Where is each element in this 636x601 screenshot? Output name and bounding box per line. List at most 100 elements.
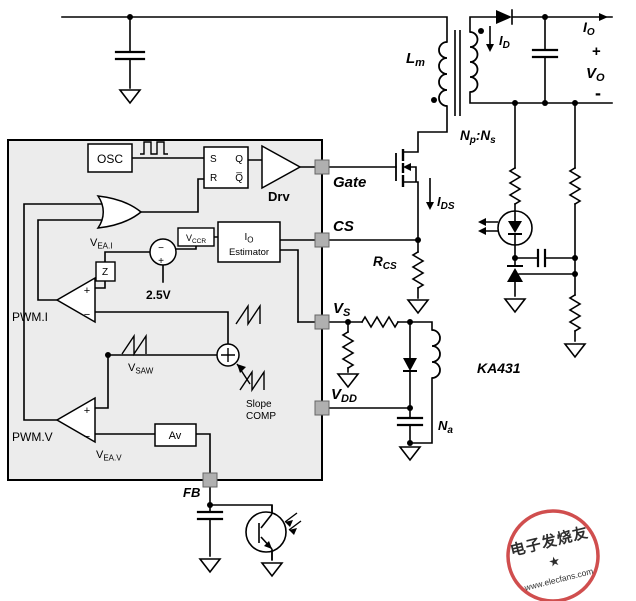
- junction-dot: [572, 271, 578, 277]
- sr-latch-block: [203, 146, 249, 189]
- vsaw-sawtooth-icon: [121, 333, 147, 357]
- current-arrows: [426, 13, 608, 210]
- ka431-shunt-regulator: [507, 265, 523, 282]
- ic-pins: [202, 159, 330, 488]
- osc-block: [87, 143, 133, 173]
- wire-fb-network: [209, 486, 273, 561]
- opto-receive-arrow-2: [289, 528, 297, 535]
- pwm-i-minus-sign: −: [84, 309, 90, 321]
- vo-minus-label: -: [595, 83, 601, 103]
- id-label: ID: [499, 33, 510, 51]
- rcs-label: RCS: [373, 254, 397, 272]
- opto-emitter-arrow: [264, 541, 272, 549]
- vccr-label: VCCR: [186, 233, 206, 245]
- drv-label: Drv: [268, 189, 290, 204]
- vdd-pin: [314, 400, 330, 416]
- vea-i-label: VEA.I: [90, 237, 112, 251]
- latch-q-label: Q: [235, 154, 243, 165]
- diodes: [403, 10, 512, 372]
- output-rectifier-diode: [496, 10, 512, 24]
- io-label: IO: [583, 19, 595, 38]
- vo-label: VO: [586, 65, 605, 84]
- np-ns-label: Np:Ns: [460, 128, 496, 146]
- summing-plus-cross: [221, 348, 235, 362]
- opto-transistor-body: [258, 505, 273, 560]
- opto-receive-arrow-1: [285, 520, 293, 527]
- primary-phase-dot: [431, 97, 437, 103]
- resistor-rcs-zigzag: [411, 250, 425, 290]
- io-estimator-label-line2: Estimator: [229, 247, 269, 258]
- junction-dot: [415, 237, 421, 243]
- opto-transistor-circle: [245, 511, 287, 553]
- vdd-pin-label: VDD: [331, 386, 357, 405]
- mosfet: [395, 149, 411, 187]
- vea-v-label: VEA.V: [96, 449, 122, 463]
- secondary-winding: [469, 31, 479, 93]
- io-estimator-label-line1: IO: [244, 232, 253, 245]
- optocoupler-led: [478, 210, 533, 246]
- av-label: Av: [169, 430, 182, 442]
- stamp-logo-icon: ★: [547, 553, 562, 570]
- junction-dot: [407, 405, 413, 411]
- junction-dot: [512, 255, 518, 261]
- osc-label: OSC: [97, 152, 123, 166]
- resistor-opto-led: [508, 166, 522, 206]
- ic-internal-blocks: [55, 141, 302, 447]
- na-label: Na: [438, 418, 453, 436]
- slope-comp-arrow-head: [237, 364, 246, 373]
- slope-label-line1: Slope: [246, 399, 272, 410]
- opto-led-emit-lines: [486, 221, 498, 232]
- error-amp-minus-sign: −: [158, 243, 164, 254]
- aux-rectifier-diode: [403, 358, 417, 371]
- ka431-triangle: [507, 268, 523, 282]
- capacitor-plates: [114, 48, 559, 521]
- primary-winding: [438, 41, 448, 107]
- slope-label-line2: COMP: [246, 411, 276, 422]
- junction-dot: [572, 255, 578, 261]
- junction-dots: [105, 14, 578, 508]
- secondary-phase-dot: [478, 28, 484, 34]
- labels: OSC S Q R Q̅ Drv Gate CS VS VDD FB Lm Np…: [12, 19, 605, 500]
- junction-dot: [542, 100, 548, 106]
- pwm-v-minus-sign: −: [84, 431, 90, 443]
- gate-pin: [314, 159, 330, 175]
- or-gate: [96, 195, 143, 229]
- ka431-label: KA431: [477, 360, 521, 376]
- slope-sawtooth-icon: [239, 369, 265, 393]
- pwm-v-label: PWM.V: [12, 430, 53, 444]
- junction-dot: [345, 319, 351, 325]
- transformer-core: [454, 30, 461, 116]
- latch-r-label: R: [210, 173, 217, 184]
- resistor-vs-series: [360, 315, 400, 329]
- junction-dot: [572, 100, 578, 106]
- opto-led-emit-arrow-2: [478, 227, 486, 235]
- vs-pin: [314, 314, 330, 330]
- junction-dot: [542, 14, 548, 20]
- opto-led-emit-arrow-1: [478, 218, 486, 226]
- clock-pulse-icon: [140, 141, 168, 155]
- lm-label: Lm: [406, 50, 425, 69]
- opto-receive-lines: [284, 512, 302, 531]
- junction-dot: [512, 100, 518, 106]
- stamp-circle: [506, 509, 600, 601]
- vo-plus-label: +: [592, 43, 601, 60]
- junction-dot: [127, 14, 133, 20]
- latch-qbar-label: Q̅: [235, 172, 243, 184]
- vsaw-label: VSAW: [128, 362, 154, 376]
- vref-label: 2.5V: [146, 288, 171, 302]
- resistor-divider-bottom: [568, 293, 582, 333]
- error-amp-plus-sign: +: [158, 256, 164, 267]
- aux-winding: [431, 329, 441, 379]
- resistor-vs-pulldown: [341, 330, 355, 370]
- fb-pin: [202, 472, 218, 488]
- junction-dot: [407, 319, 413, 325]
- fb-pin-label: FB: [183, 485, 200, 500]
- pwm-v-comparator: [55, 396, 96, 444]
- pwm-i-comparator: [55, 276, 96, 324]
- ground-symbols: [118, 89, 587, 578]
- cs-pin-label: CS: [333, 218, 354, 235]
- io-estimator-block: [217, 221, 281, 263]
- cs-pin: [314, 232, 330, 248]
- opto-led-diode: [508, 221, 522, 233]
